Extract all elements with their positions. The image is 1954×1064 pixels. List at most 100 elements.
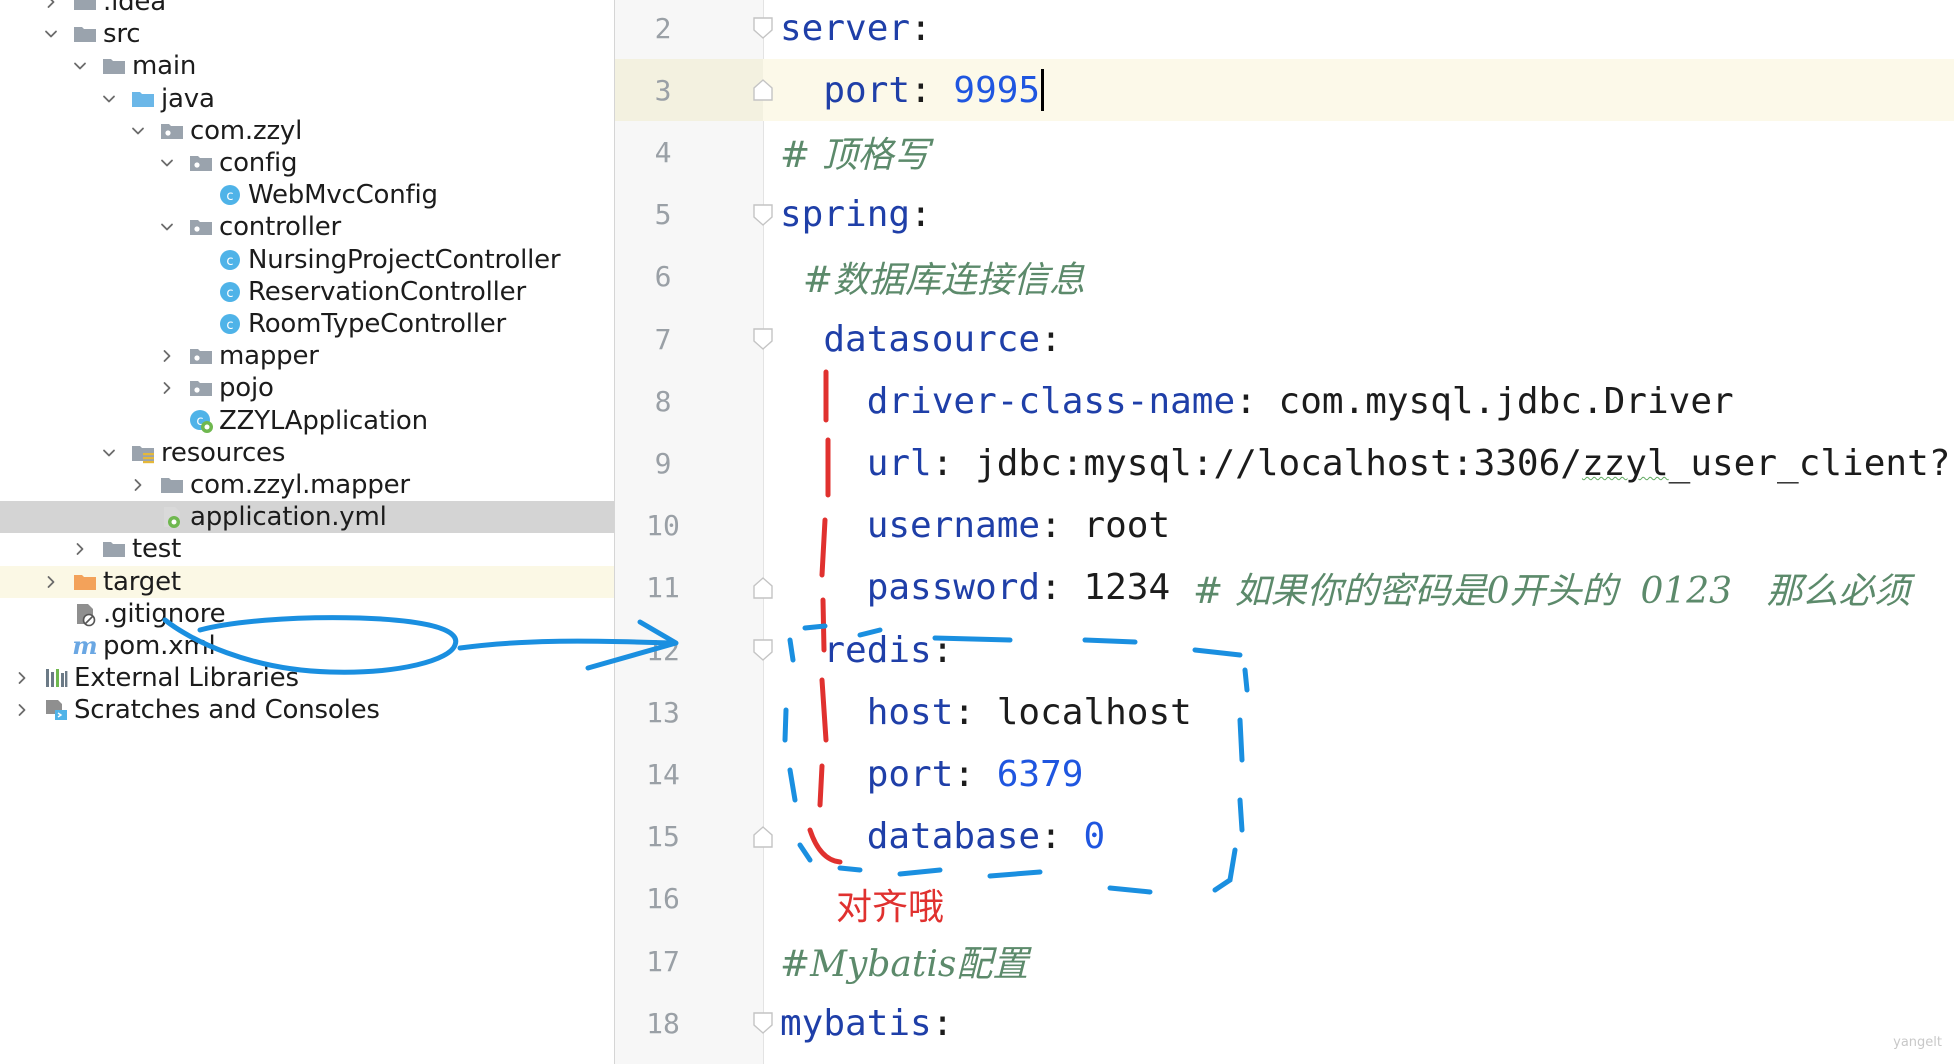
code-line[interactable]: password: 1234 # 如果你的密码是0开头的 0123 那么必须 [780,557,1911,619]
chevron-right-icon[interactable] [157,340,177,372]
code-line[interactable]: mybatis: [780,992,953,1054]
tree-item-label: resources [161,437,286,468]
code-line[interactable]: #数据库连接信息 [780,246,1085,308]
package-icon [187,149,215,177]
fold-close-icon[interactable] [752,78,774,102]
folder-icon [100,52,128,80]
svg-text:m: m [72,632,97,660]
code-line[interactable]: port: 9995 [780,59,1045,121]
tree-item[interactable]: test [0,533,614,565]
line-number: 12 [646,633,680,667]
chevron-down-icon[interactable] [128,115,148,147]
fold-open-icon[interactable] [752,1011,774,1035]
chevron-right-icon[interactable] [70,533,90,565]
line-number: 4 [654,135,672,169]
fold-close-icon[interactable] [752,825,774,849]
code-line[interactable]: host: localhost [780,681,1192,743]
code-token-key: redis [780,629,932,671]
chevron-down-icon[interactable] [99,83,119,115]
fold-open-icon[interactable] [752,327,774,351]
code-token-punct: : [931,1002,954,1044]
line-number: 18 [646,1006,680,1040]
code-line[interactable]: database: 0 [780,806,1105,868]
tree-item[interactable]: com.zzyl [0,115,614,147]
chevron-right-icon[interactable] [157,372,177,404]
resources-folder-icon [129,439,157,467]
fold-close-icon[interactable] [752,576,774,600]
tree-item[interactable]: target [0,565,614,598]
tree-item[interactable]: .idea [0,0,614,18]
tree-item-label: com.zzyl [190,115,303,146]
code-token-num: 0 [1083,816,1106,858]
chevron-right-icon[interactable] [12,662,32,694]
tree-item[interactable]: resources [0,437,614,469]
fold-open-icon[interactable] [752,16,774,40]
fold-open-icon[interactable] [752,203,774,227]
chevron-down-icon[interactable] [157,147,177,179]
folder-icon [100,535,128,563]
code-line[interactable]: server: [780,0,932,59]
line-number: 17 [646,944,680,978]
chevron-right-icon[interactable] [128,469,148,501]
chevron-down-icon[interactable] [157,211,177,243]
tree-item-label: pom.xml [103,631,216,662]
chevron-down-icon[interactable] [99,437,119,469]
line-number: 7 [654,322,672,356]
code-token-val: jdbc:mysql://localhost:3306/ [975,442,1582,484]
code-line[interactable]: # 顶格写 [780,121,930,183]
code-token-key: spring [780,194,911,236]
code-token-punct: : [910,7,932,49]
chevron-right-icon[interactable] [41,566,61,598]
code-line[interactable]: spring: [780,184,932,246]
tree-item[interactable]: main [0,50,614,82]
current-line-highlight [615,59,1954,122]
tree-item[interactable]: Scratches and Consoles [0,694,614,726]
line-number: 14 [646,757,680,791]
code-token-punct: : [1040,505,1084,547]
tree-item[interactable]: java [0,83,614,115]
code-line[interactable]: datasource: [780,308,1061,370]
code-token-num: 6379 [996,753,1084,795]
chevron-spacer [186,244,206,276]
code-token-val: _user_client? [1668,442,1951,484]
chevron-down-icon[interactable] [41,18,61,50]
tree-item[interactable]: com.zzyl.mapper [0,469,614,501]
chevron-down-icon[interactable] [70,50,90,82]
line-number: 8 [654,384,672,418]
code-line[interactable]: #Mybatis配置 [780,930,1028,992]
line-number: 9 [654,446,672,480]
tree-item[interactable]: application.yml [0,501,614,534]
line-number: 16 [646,882,680,916]
tree-item[interactable]: src [0,18,614,50]
code-token-key: datasource [780,318,1041,360]
code-token-punct: : [910,69,954,111]
tree-item[interactable]: External Libraries [0,662,614,694]
code-token-punct: : [1040,567,1084,609]
chevron-right-icon[interactable] [12,694,32,726]
code-line[interactable]: url: jdbc:mysql://localhost:3306/zzyl_us… [780,432,1951,494]
code-token-key: database [780,816,1041,858]
tree-item[interactable]: .gitignore [0,598,614,630]
chevron-right-icon[interactable] [41,0,61,18]
java-class-icon: c [216,246,244,274]
tree-item[interactable]: pojo [0,372,614,404]
code-line[interactable]: port: 6379 [780,743,1084,805]
fold-open-icon[interactable] [752,638,774,662]
code-line[interactable]: driver-class-name: com.mysql.jdbc.Driver [780,370,1734,432]
code-line[interactable]: username: root [780,495,1170,557]
tree-item-label: WebMvcConfig [248,180,438,211]
tree-item[interactable]: controller [0,211,614,243]
tree-item-label: test [132,534,182,565]
yaml-file-icon [158,503,186,531]
code-line[interactable]: redis: [780,619,953,681]
tree-item[interactable]: mapper [0,340,614,372]
tree-item[interactable]: config [0,147,614,179]
